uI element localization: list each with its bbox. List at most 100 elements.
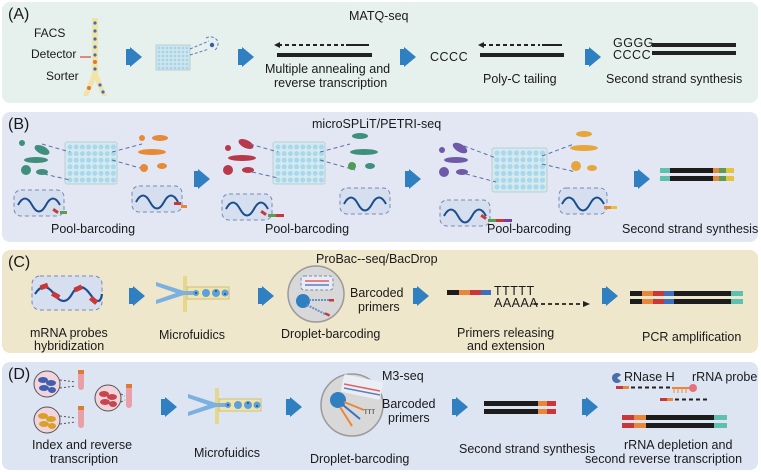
plate-well (287, 151, 293, 157)
plate-well (86, 164, 92, 170)
plate-well (300, 144, 306, 150)
step-d5-label-line1: rRNA depletion and (624, 438, 733, 452)
plate-well (173, 58, 177, 62)
droplet-barcoding-icon: ᴛᴛᴛ (320, 373, 384, 437)
plate-well (500, 157, 507, 163)
droplet-barcoding-icon (287, 265, 345, 323)
plate-well (165, 66, 169, 70)
arrow-icon (405, 169, 421, 189)
plate-well (157, 62, 161, 66)
facs-sorter-icon (80, 18, 107, 96)
plate-well (533, 184, 539, 190)
plate-well (165, 54, 169, 58)
plate-well (92, 151, 98, 157)
plate-well (533, 164, 539, 170)
plate-well (73, 151, 79, 157)
index-samples-icon (33, 370, 132, 434)
microfluidics-icon (188, 388, 262, 424)
plate-well (306, 177, 312, 183)
plate-well (157, 54, 161, 58)
plate-well (300, 164, 306, 170)
plate-well (494, 170, 500, 176)
plate-well (275, 164, 281, 170)
plate-well (79, 177, 85, 183)
plate-well (110, 164, 116, 170)
plate-well (92, 170, 98, 176)
arrow-icon (582, 397, 598, 417)
plate-well (526, 170, 533, 176)
plate-well (169, 66, 173, 70)
arrow-icon (452, 397, 468, 417)
step-c4-label-line1: Primers releasing (457, 326, 555, 340)
plate-well (73, 177, 79, 183)
plate-well (494, 150, 500, 156)
plate-well (526, 177, 533, 183)
plate-well (539, 164, 546, 170)
plate-well (539, 177, 546, 183)
arrow-icon (286, 397, 302, 417)
plate-well (287, 177, 293, 183)
plate-well (520, 184, 526, 190)
plate-well (275, 151, 281, 157)
plate-well (513, 177, 520, 183)
plate-well (281, 144, 287, 150)
plate-well (173, 62, 177, 66)
plate-well (312, 164, 318, 170)
arrow-icon (194, 169, 210, 189)
plate-well (73, 164, 79, 170)
microfluidics-icon (156, 276, 230, 312)
second-strand-duplex-icon (484, 401, 556, 414)
plate-well (92, 157, 98, 163)
plate-well (306, 144, 312, 150)
plate-well (181, 46, 185, 50)
plate-well (281, 151, 287, 157)
step-b3-label: Pool-barcoding (487, 222, 572, 236)
rnase-h-icon (612, 373, 621, 383)
arrow-icon (238, 47, 254, 67)
plate-well (161, 50, 165, 54)
plate-well (161, 54, 165, 58)
plate-well (177, 46, 181, 50)
plate-well (92, 177, 98, 183)
step-c1-label-line2: hybridization (34, 339, 105, 353)
plate-well (185, 46, 189, 50)
plate-well (110, 170, 116, 176)
plate-well (67, 177, 73, 183)
poly-c-strand-icon (478, 42, 564, 57)
plate-well (67, 164, 73, 170)
plate-well (312, 177, 318, 183)
arrow-icon (602, 286, 618, 306)
plate-well (500, 170, 507, 176)
plate-well (281, 177, 287, 183)
plate-well (300, 170, 306, 176)
step-d4-label: Second strand synthesis (459, 442, 596, 456)
plate-well (507, 150, 513, 156)
step-c5-label: PCR amplification (642, 330, 742, 344)
annealing-strand-icon (274, 42, 372, 57)
barcoded-primers-line1: Barcoded (382, 397, 436, 411)
plate-well (73, 157, 79, 163)
plate-well (98, 157, 104, 163)
poly-t-sequence: TTTTT (494, 284, 535, 298)
barcoded-primers-line1: Barcoded (350, 286, 404, 300)
plate-well (181, 54, 185, 58)
plate-well (294, 170, 300, 176)
plate-well (294, 157, 300, 163)
step-d5-label-line2: second reverse transcription (585, 452, 743, 466)
plate-well (173, 66, 177, 70)
plate-well (98, 177, 104, 183)
plate-well (287, 164, 293, 170)
panel-b-title: microSPLiT/PETRI-seq (312, 117, 442, 131)
plate-well (500, 184, 507, 190)
step-b1-label: Pool-barcoding (51, 222, 136, 236)
rrna-probe-depletion-icon (616, 384, 708, 401)
plate-well (161, 62, 165, 66)
plate-well (67, 157, 73, 163)
panel-d-m3-seq: (D) M3-seq Index and reverse transcripti… (2, 362, 758, 470)
plate-well (165, 46, 169, 50)
plate-well (185, 58, 189, 62)
plate-well (86, 144, 92, 150)
panel-d-label: (D) (8, 366, 31, 383)
plate-well (165, 62, 169, 66)
poly-c-sequence: CCCC (430, 50, 469, 64)
